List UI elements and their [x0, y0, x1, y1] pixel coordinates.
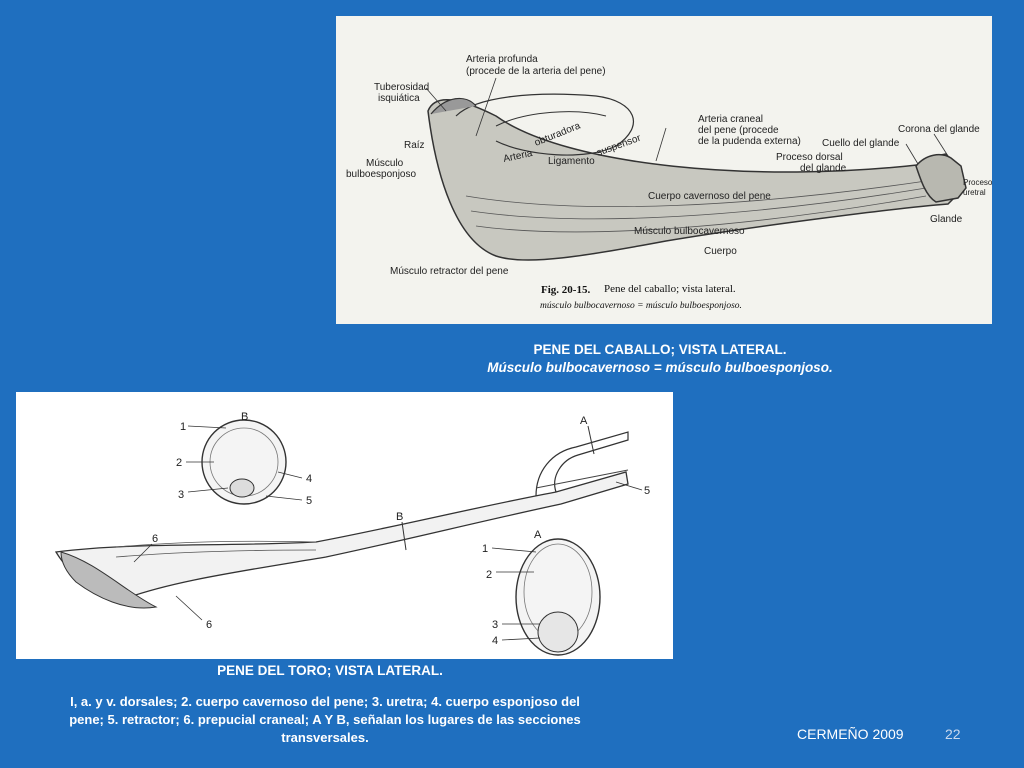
bull-caption-title: PENE DEL TORO; VISTA LATERAL.	[217, 663, 443, 678]
glans	[915, 153, 967, 203]
section-a-3: 3	[492, 619, 498, 631]
label-isquiatica: isquiática	[378, 93, 420, 104]
label-cuello-glande: Cuello del glande	[822, 138, 900, 149]
section-b-3: 3	[178, 489, 184, 501]
label-bulboesponjoso: bulboesponjoso	[346, 169, 416, 180]
label-6-top: 6	[152, 533, 158, 545]
label-proceso-dorsal-2: del glande	[800, 163, 847, 174]
horse-caption-subtitle: Músculo bulbocavernoso = músculo bulboes…	[487, 360, 833, 375]
label-6-bottom: 6	[206, 619, 212, 631]
section-b-5: 5	[306, 495, 312, 507]
figure-number: Fig. 20-15.	[541, 284, 590, 296]
label-glande: Glande	[930, 214, 963, 225]
slide-number: 22	[945, 726, 961, 742]
label-arteria-profunda: Arteria profunda	[466, 54, 538, 65]
label-musculo-retractor: Músculo retractor del pene	[390, 266, 509, 277]
figure-note: músculo bulbocavernoso = músculo bulboes…	[540, 301, 742, 311]
label-musculo-bulbocavernoso: Músculo bulbocavernoso	[634, 226, 745, 237]
label-proceso-uretral-2: uretral	[963, 188, 986, 197]
label-cuerpo: Cuerpo	[704, 246, 737, 257]
bull-penis-figure: B 1 2 3 4 5 A 1 2 3 4 A B 5 6 6	[16, 392, 673, 659]
section-b-1: 1	[180, 421, 186, 433]
section-b-label: B	[241, 411, 248, 423]
figure-title: Pene del caballo; vista lateral.	[604, 283, 736, 295]
section-a-2: 2	[486, 569, 492, 581]
bull-penis-drawing: B 1 2 3 4 5 A 1 2 3 4 A B 5 6 6	[54, 411, 650, 656]
horse-penis-figure: Arteria profunda (procede de la arteria …	[336, 16, 992, 324]
horse-penis-drawing: Arteria profunda (procede de la arteria …	[346, 54, 992, 311]
label-corona-glande: Corona del glande	[898, 124, 980, 135]
label-ligamento: Ligamento	[548, 156, 595, 167]
label-5-retractor: 5	[644, 485, 650, 497]
label-proceso-dorsal-1: Proceso dorsal	[776, 152, 843, 163]
label-raiz: Raíz	[404, 140, 425, 151]
label-arteria-craneal-3: de la pudenda externa)	[698, 136, 801, 147]
label-arteria-craneal-2: del pene (procede	[698, 125, 779, 136]
footer-author: CERMEÑO 2009	[797, 726, 904, 742]
bull-penis-shaft	[54, 471, 629, 603]
section-a-label: A	[534, 529, 542, 541]
cross-section-a	[515, 538, 601, 656]
label-musculo: Músculo	[366, 158, 404, 169]
label-proceso-uretral-1: Proceso	[963, 178, 992, 187]
cross-section-b	[201, 419, 287, 505]
bull-caption-body: I, a. y v. dorsales; 2. cuerpo cavernoso…	[69, 694, 581, 745]
section-b-2: 2	[176, 457, 182, 469]
section-a-4: 4	[492, 635, 498, 647]
section-a-1: 1	[482, 543, 488, 555]
label-tuberosidad: Tuberosidad	[374, 82, 429, 93]
label-arteria-craneal-1: Arteria craneal	[698, 114, 763, 125]
horse-penis-body	[427, 99, 959, 261]
section-b-4: 4	[306, 473, 312, 485]
label-arteria-profunda-note: (procede de la arteria del pene)	[466, 66, 606, 77]
marker-a: A	[580, 415, 588, 427]
horse-caption-title: PENE DEL CABALLO; VISTA LATERAL.	[533, 342, 787, 357]
label-cuerpo-cavernoso: Cuerpo cavernoso del pene	[648, 191, 771, 202]
horse-caption: PENE DEL CABALLO; VISTA LATERAL. Músculo…	[460, 341, 860, 377]
marker-b: B	[396, 511, 403, 523]
label-suspensor: suspensor	[595, 132, 643, 158]
